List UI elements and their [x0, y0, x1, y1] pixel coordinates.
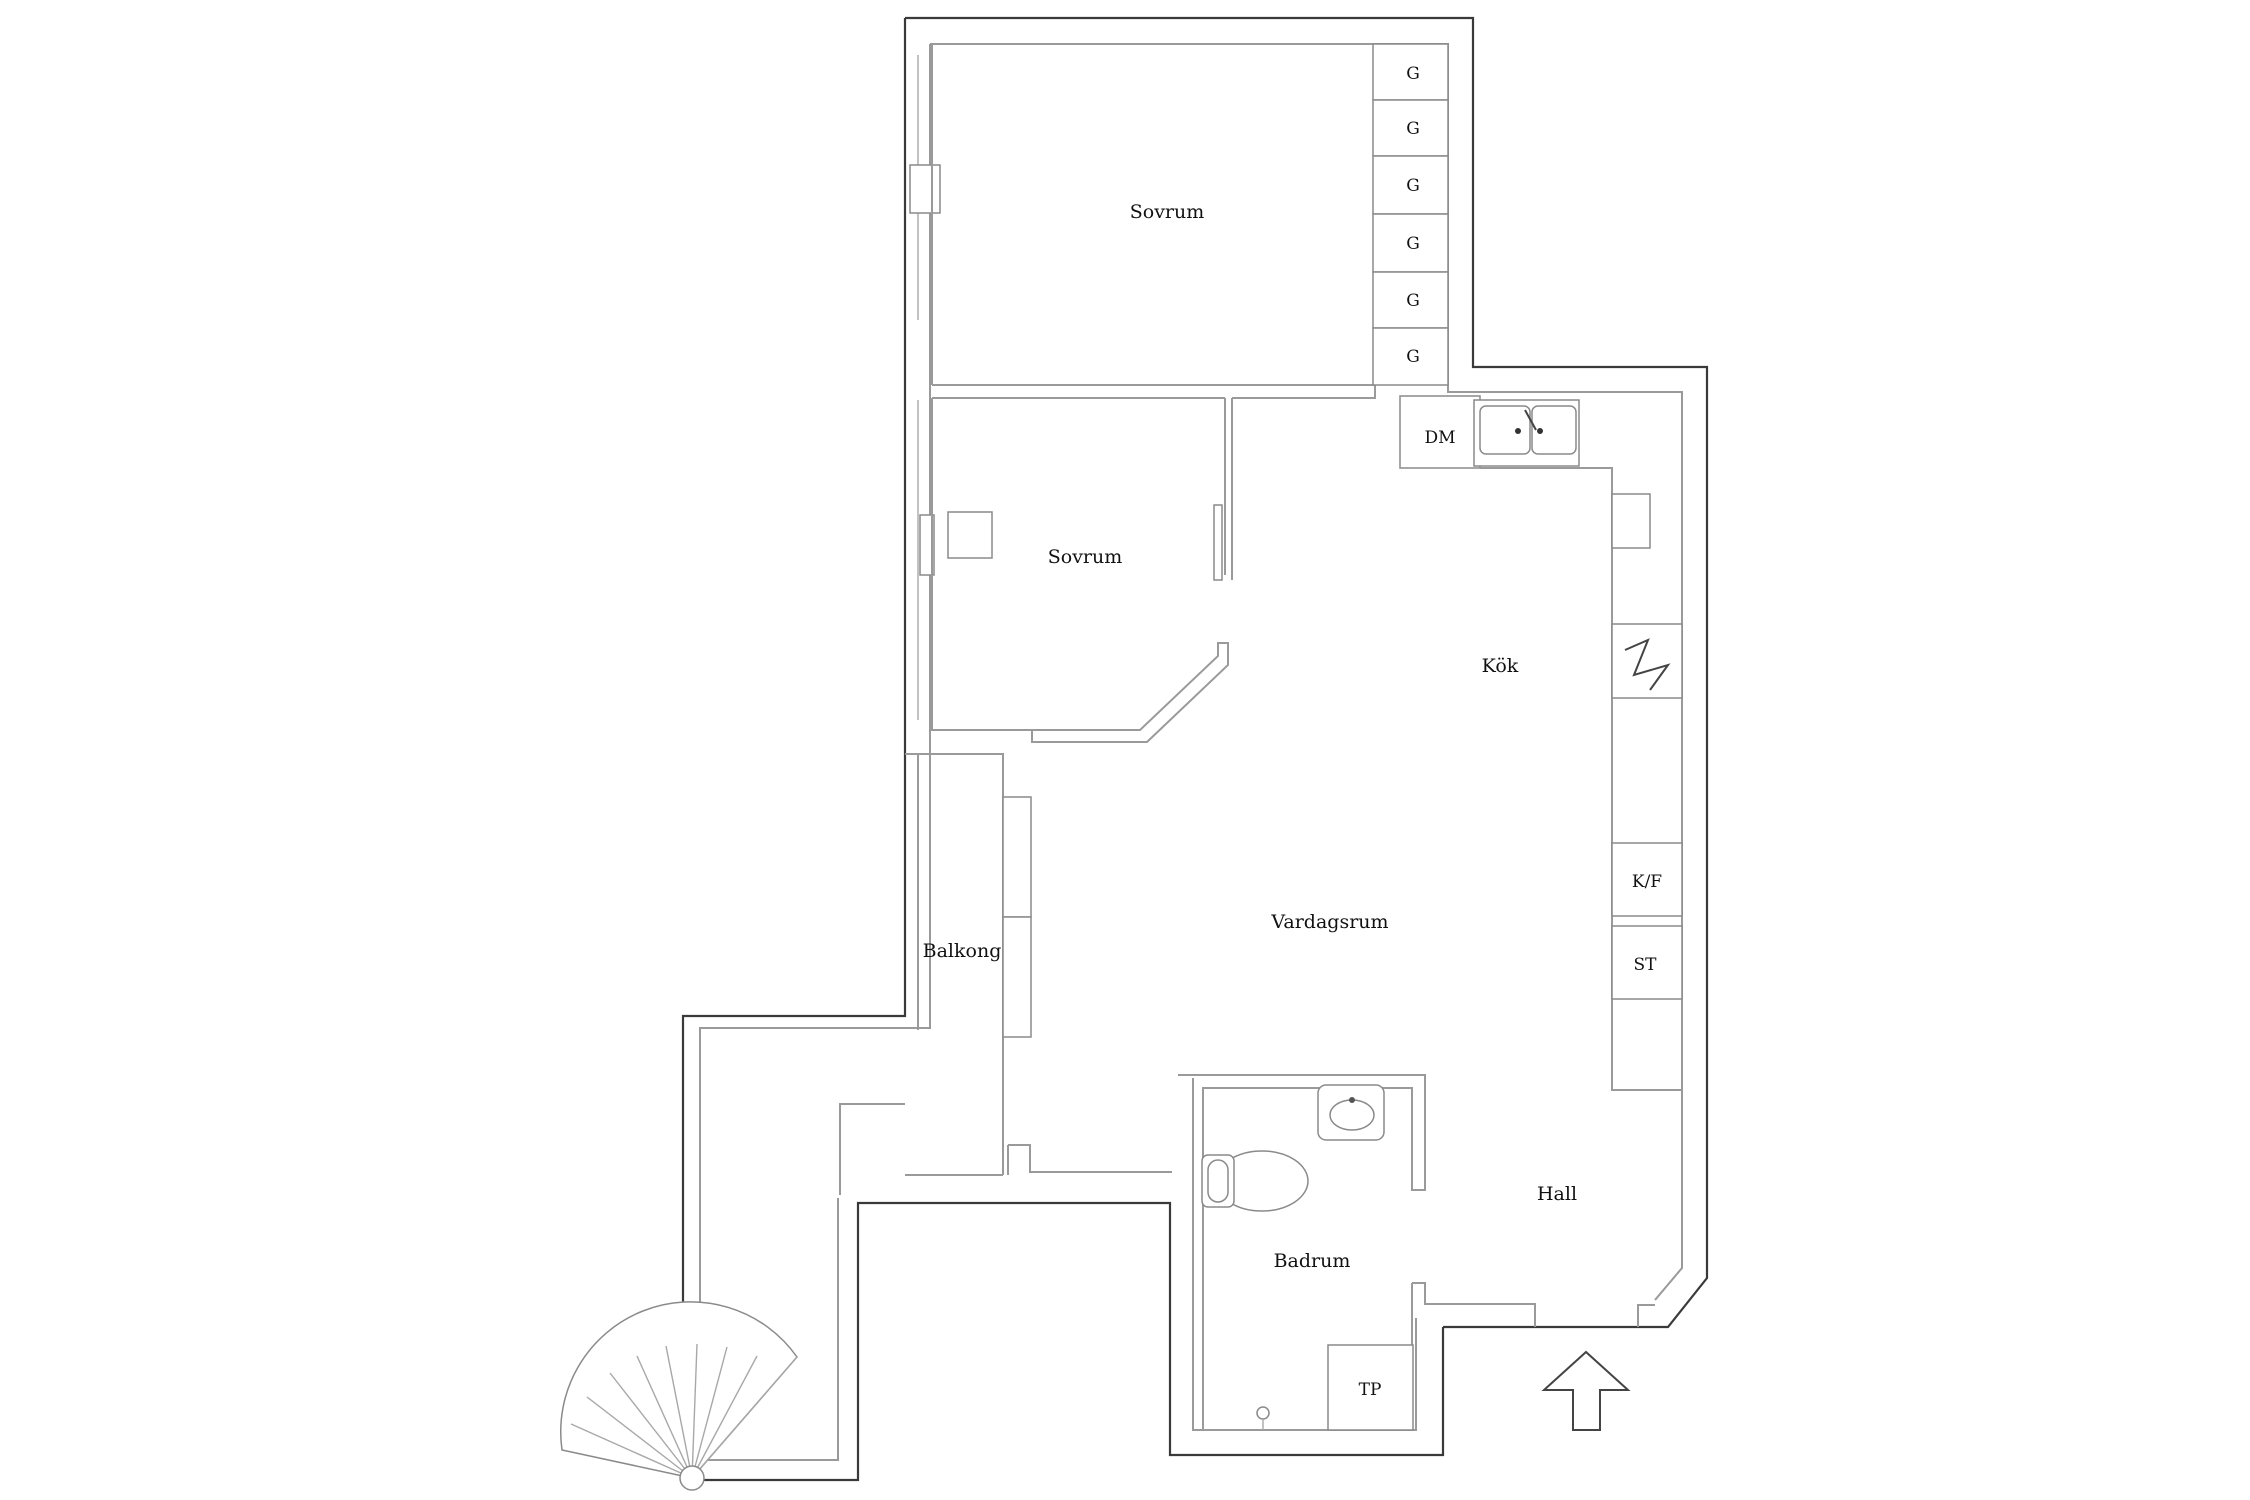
bedroom-2-walls [931, 398, 1233, 743]
wardrobe-label: G [1406, 234, 1420, 254]
wardrobe-label: G [1406, 64, 1420, 84]
bedroom-1-walls [931, 44, 1376, 399]
left-windows [909, 55, 941, 720]
room-label-vardagsrum: Vardagsrum [1270, 911, 1388, 933]
entrance-arrow-icon [1541, 1350, 1631, 1431]
room-label-badrum: Badrum [1274, 1250, 1351, 1272]
fridge-freezer-label: K/F [1632, 872, 1662, 892]
wardrobe-column [1372, 43, 1449, 386]
wardrobe-label: G [1406, 291, 1420, 311]
outer-walls [681, 16, 1709, 1482]
wardrobe-label: G [1406, 176, 1420, 196]
dishwasher-label: DM [1424, 428, 1455, 448]
balcony-walls [839, 753, 1172, 1195]
room-label-sovrum-1: Sovrum [1130, 201, 1205, 223]
spiral-staircase [559, 1301, 798, 1491]
room-label-hall: Hall [1537, 1183, 1577, 1205]
kitchen-counter [1399, 395, 1683, 1091]
room-label-sovrum-2: Sovrum [1048, 546, 1123, 568]
room-label-balkong: Balkong [923, 940, 1002, 962]
room-label-kok: Kök [1482, 655, 1519, 677]
bathroom [1178, 1074, 1655, 1431]
storage-label: ST [1634, 955, 1658, 975]
wardrobe-label: G [1406, 119, 1420, 139]
laundry-label: TP [1359, 1380, 1382, 1400]
wardrobe-label: G [1406, 347, 1420, 367]
